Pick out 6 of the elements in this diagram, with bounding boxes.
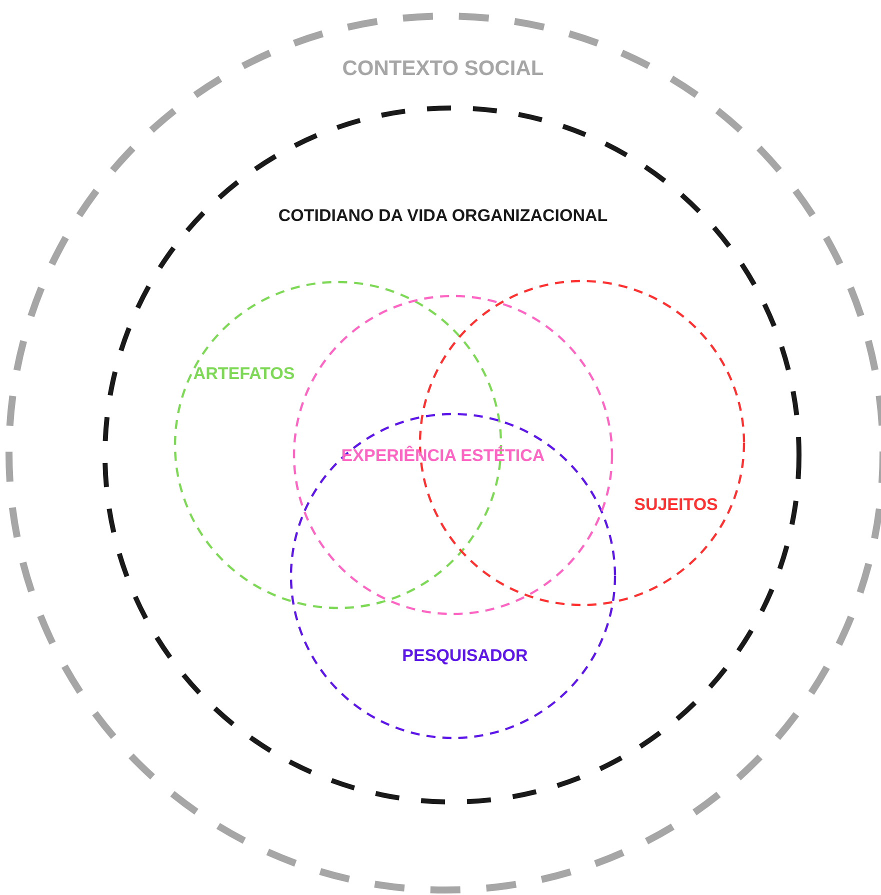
circle-label: EXPERIÊNCIA ESTÉTICA [341,446,545,466]
circle-label: CONTEXTO SOCIAL [342,57,544,81]
circle-label: SUJEITOS [634,495,718,515]
circle-label: COTIDIANO DA VIDA ORGANIZACIONAL [278,206,608,226]
circle-label: PESQUISADOR [402,646,528,666]
circle-label: ARTEFATOS [193,364,295,384]
